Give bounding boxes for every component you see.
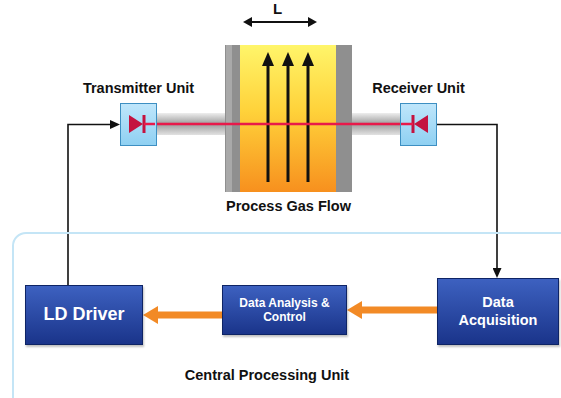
receiver-unit: Receiver Unit (400, 103, 437, 146)
process-box: Data Analysis & Control (222, 285, 347, 335)
process-box: LD Driver (25, 285, 143, 345)
gas-duct (240, 45, 336, 192)
box-label: LD Driver (43, 304, 124, 326)
signal-arrow (68, 125, 114, 286)
processing-region: LD Driver Data Analysis & Control Data Acq… (12, 232, 561, 398)
unit-heading: Transmitter Unit (83, 80, 194, 96)
signal-arrow (437, 125, 497, 273)
gas-duct: Process Gas Flow (225, 45, 352, 192)
unit-heading: Process Gas Flow (226, 198, 351, 214)
duct-wall (225, 45, 352, 192)
box-label: Data Analysis & Control (228, 296, 341, 325)
dimension-label: L (273, 0, 282, 17)
signal-arrow (154, 312, 222, 319)
flow-arrows (262, 52, 314, 182)
laser-beam (150, 123, 404, 126)
laser-diode-symbol (401, 104, 435, 144)
duct-wall (226, 45, 232, 192)
box-label: Data Acquisition (443, 294, 553, 329)
unit-heading: Receiver Unit (372, 80, 465, 96)
transmitter-unit: Transmitter Unit (120, 103, 157, 146)
laser-diode-symbol (121, 104, 155, 144)
unit-heading: Central Processing Unit (185, 367, 349, 383)
length-arrow (243, 17, 317, 27)
process-box: Data Acquisition (437, 278, 559, 345)
signal-arrow (358, 307, 437, 314)
